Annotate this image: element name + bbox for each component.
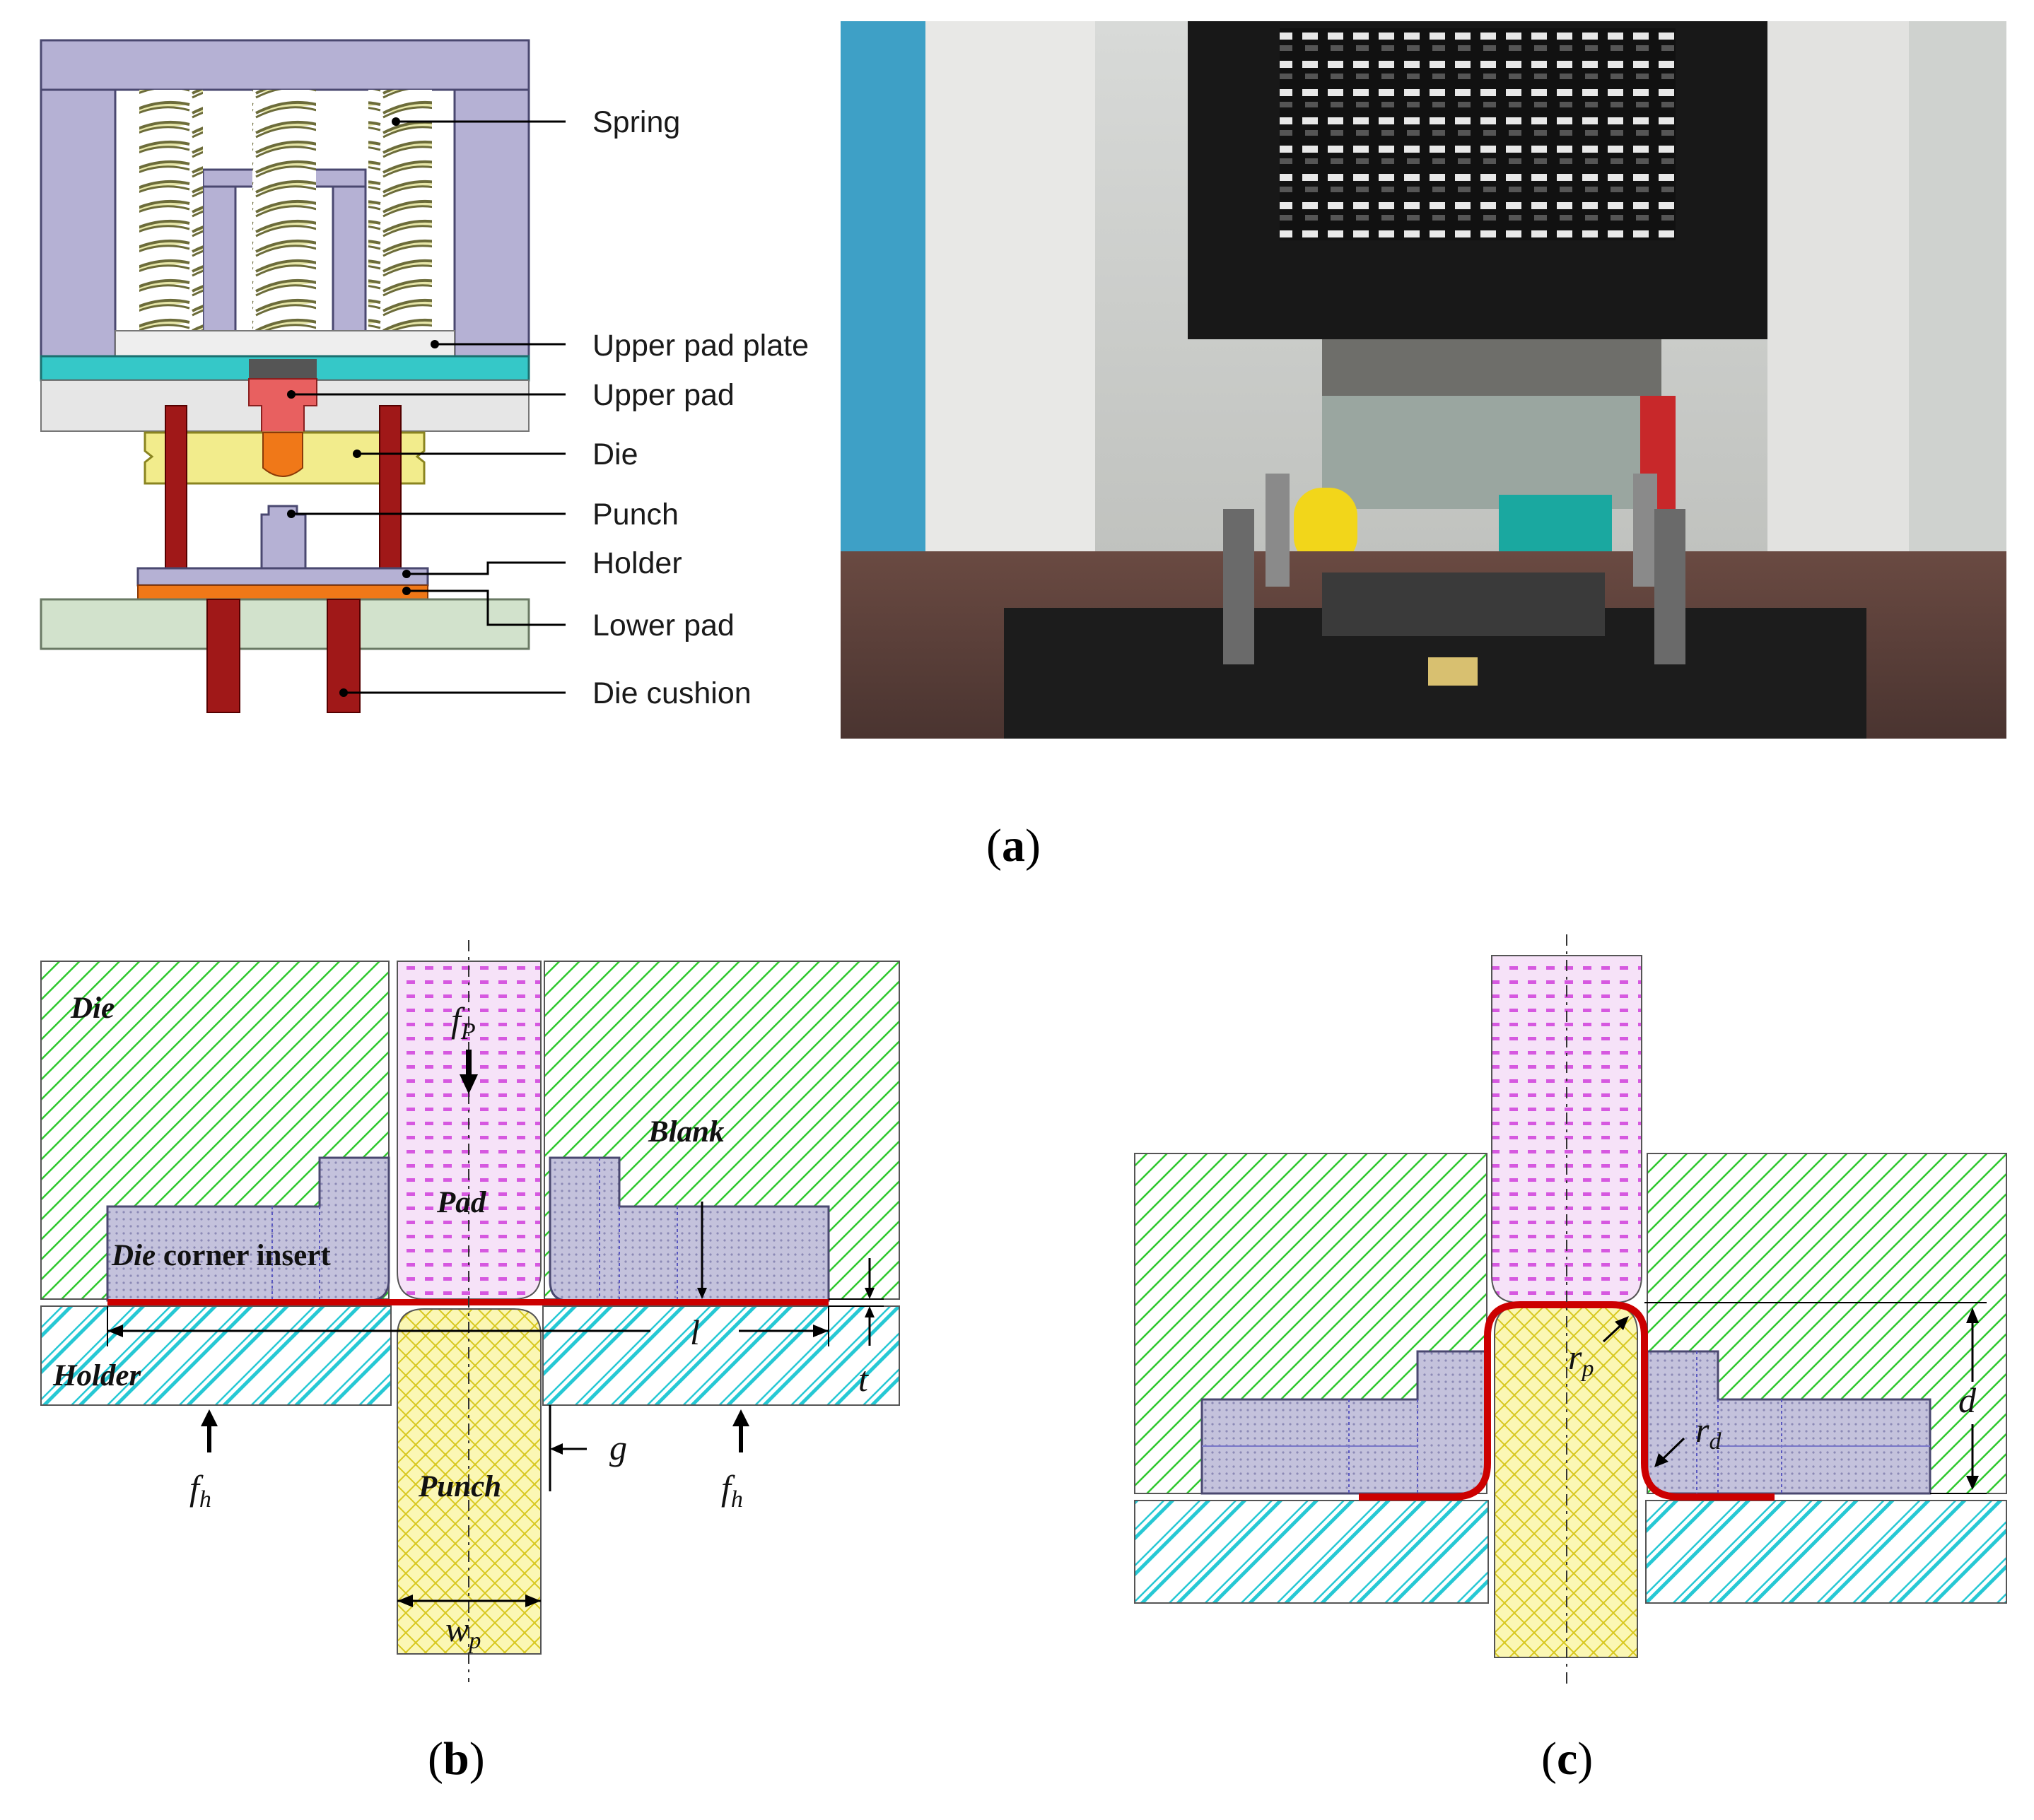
photo-yellow-tag <box>1428 657 1478 686</box>
callout-upper-pad-plate: Upper pad plate <box>592 329 809 363</box>
insert-hidden-lines <box>271 1158 678 1301</box>
spring-left <box>139 90 203 334</box>
leader-dots <box>287 117 439 697</box>
panel-b-section: Die Pad Blank Die corner insert Holder P… <box>40 940 900 1682</box>
force-arrows-b <box>107 1050 884 1607</box>
label-die-corner-insert: Die corner insert <box>111 1239 331 1272</box>
insert-hidden-lines-c <box>1202 1351 1930 1493</box>
base-plate <box>40 598 530 650</box>
leader-lines <box>291 120 566 694</box>
callout-die: Die <box>592 438 638 471</box>
spring-right <box>368 90 432 334</box>
dimension-arrows-c <box>1602 1302 1987 1494</box>
photo-spring-slats <box>1280 28 1676 240</box>
holder-plate <box>136 567 429 587</box>
label-blank: Blank <box>648 1115 725 1149</box>
symbol-t: t <box>858 1359 869 1399</box>
label-holder: Holder <box>52 1359 141 1392</box>
photo-press-plate <box>1322 339 1661 396</box>
label-die: Die <box>70 992 115 1025</box>
photo-post-2 <box>1266 474 1290 587</box>
photo-background-clutter <box>1322 396 1661 509</box>
callout-upper-pad: Upper pad <box>592 378 735 412</box>
photo-yellow-object <box>1294 488 1357 565</box>
spring-center <box>252 90 316 334</box>
symbol-rp: rp <box>1568 1337 1594 1382</box>
photo-post-3 <box>1633 474 1657 587</box>
label-pad: Pad <box>436 1186 487 1219</box>
symbol-rd: rd <box>1695 1410 1722 1455</box>
inner-bracket-right <box>332 185 367 335</box>
label-punch: Punch <box>418 1470 501 1503</box>
photo-post-1 <box>1223 509 1254 664</box>
symbol-d: d <box>1958 1380 1977 1420</box>
photo-die-plate <box>1322 573 1605 636</box>
panel-a-photo <box>841 21 2006 739</box>
symbol-wp: wp <box>445 1609 481 1654</box>
symbol-l: l <box>690 1313 700 1352</box>
callout-die-cushion: Die cushion <box>592 676 752 710</box>
formed-blank <box>1359 1301 1775 1501</box>
punch-part <box>260 505 307 570</box>
die-orange-nose <box>262 432 303 477</box>
callout-spring: Spring <box>592 105 680 139</box>
symbol-fh-right: fh <box>721 1468 743 1513</box>
photo-post-4 <box>1654 509 1685 664</box>
holder-left-section-c <box>1134 1500 1489 1604</box>
symbol-g: g <box>609 1428 627 1467</box>
guide-post-left <box>165 405 187 569</box>
holder-right-section-c <box>1645 1500 2007 1604</box>
guide-post-right <box>379 405 402 569</box>
callout-lower-pad: Lower pad <box>592 609 735 642</box>
inner-bracket-left <box>201 185 237 335</box>
upper-frame-top <box>40 39 530 91</box>
callout-holder: Holder <box>592 546 682 580</box>
callout-punch: Punch <box>592 498 679 532</box>
upper-frame-right <box>453 88 530 360</box>
upper-frame-left <box>40 88 117 360</box>
panel-label-a: (a) <box>986 820 1041 871</box>
die-cushion-left <box>206 599 240 713</box>
symbol-fh-left: fh <box>189 1468 211 1513</box>
upper-pad-dark <box>249 359 317 379</box>
holder-right-section <box>542 1305 900 1406</box>
panel-c-section: rp rd d <box>1134 934 2007 1686</box>
panel-label-c: (c) <box>1541 1733 1593 1785</box>
panel-label-b: (b) <box>428 1733 485 1785</box>
lower-pad-plate <box>137 585 428 600</box>
upper-pad-plate <box>115 330 455 357</box>
panel-a-schematic: Spring Upper pad plate Upper pad Die Pun… <box>40 39 809 713</box>
